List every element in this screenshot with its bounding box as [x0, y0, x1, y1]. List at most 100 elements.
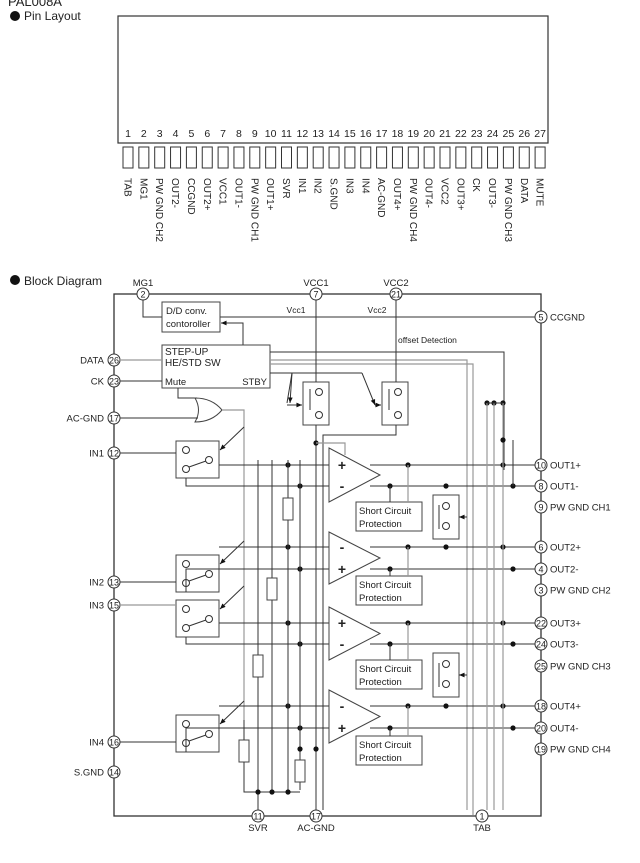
right-pin-label: PW GND CH4: [550, 745, 611, 756]
bottom-pin-number: 1: [479, 812, 484, 822]
pin-lead: [122, 146, 134, 169]
amp-input-sign: -: [340, 478, 345, 494]
wire: [185, 727, 329, 752]
right-pin-number: 22: [536, 619, 546, 629]
switch-contact: [182, 465, 190, 473]
resistor: [266, 577, 278, 601]
arrowhead-icon: [220, 558, 226, 564]
amplifier-2: [328, 531, 382, 585]
amplifier-3: [328, 606, 382, 661]
short-circuit-label: Protection: [359, 593, 402, 604]
pin-number: 25: [503, 128, 515, 140]
pin-number: 21: [439, 128, 451, 140]
pin-number: 7: [220, 128, 226, 140]
right-pin-number: 19: [536, 745, 546, 755]
pin-lead: [439, 146, 451, 169]
offset-detect-switch: [432, 652, 460, 698]
pin-number: 18: [392, 128, 404, 140]
pin-lead: [455, 146, 467, 169]
pin-lead: [423, 146, 435, 169]
pin-name: OUT1-: [232, 178, 243, 208]
switch-contact: [182, 560, 190, 568]
junction-dot: [285, 789, 291, 795]
resistor: [252, 654, 264, 678]
right-pin-label: PW GND CH3: [550, 662, 611, 673]
pin-name: IN1: [296, 178, 307, 194]
left-pin-number: 17: [109, 414, 119, 424]
right-pin-label: CCGND: [550, 313, 585, 324]
arrow-line: [361, 372, 376, 406]
pin-name: IN3: [343, 178, 354, 194]
switch-contact: [182, 624, 190, 632]
pin-name: MUTE: [534, 178, 545, 207]
top-pin-number: 2: [140, 290, 145, 300]
short-circuit-label: Short Circuit: [359, 506, 412, 517]
arrow-line: [219, 540, 245, 565]
junction-dot: [510, 641, 516, 647]
pin-name: MG1: [137, 178, 148, 200]
amplifier-4: [328, 689, 382, 744]
arrow-line: [219, 700, 245, 725]
pin-number: 5: [188, 128, 194, 140]
pin-name: OUT1+: [264, 178, 275, 211]
arrowhead-icon: [459, 672, 465, 678]
pin-name: IN2: [312, 178, 323, 194]
top-pin-number: 21: [391, 290, 401, 300]
junction-dot: [297, 746, 303, 752]
wire: [243, 762, 300, 793]
pin-number: 27: [534, 128, 546, 140]
switch-contact: [182, 605, 190, 613]
bottom-pin-label: AC-GND: [297, 823, 335, 834]
wire: [188, 619, 207, 627]
left-pin-label: AC-GND: [67, 414, 105, 425]
switch-contact: [315, 411, 323, 419]
short-circuit-label: Short Circuit: [359, 664, 412, 675]
short-circuit-label: Short Circuit: [359, 580, 412, 591]
pin-lead: [328, 146, 340, 169]
right-pin-label: OUT4+: [550, 702, 581, 713]
wire: [188, 460, 207, 468]
pin-name: OUT3+: [454, 178, 465, 211]
pin-name: DATA: [518, 178, 529, 204]
left-pin-number: 12: [109, 449, 119, 459]
right-pin-label: OUT4-: [550, 724, 579, 735]
offset-detect-switch: [432, 494, 460, 540]
pin-number: 16: [360, 128, 372, 140]
pin-number: 22: [455, 128, 467, 140]
switch-contact: [394, 411, 402, 419]
arrowhead-icon: [220, 603, 226, 609]
arrow-line: [219, 426, 245, 451]
pin-lead: [391, 146, 403, 169]
power-switch-block: [381, 381, 409, 426]
left-pin-label: S.GND: [74, 768, 104, 779]
pin-lead: [471, 146, 483, 169]
pin-number: 24: [487, 128, 499, 140]
right-pin-circle: [534, 742, 548, 756]
left-pin-number: 26: [109, 356, 119, 366]
pin-lead: [344, 146, 356, 169]
amp-input-sign: +: [338, 720, 346, 736]
pin-number: 8: [236, 128, 242, 140]
control-block: [161, 344, 271, 389]
wire: [185, 568, 329, 592]
pin-number: 17: [376, 128, 388, 140]
pin-number: 9: [252, 128, 258, 140]
short-circuit-label: Protection: [359, 753, 402, 764]
junction-dot: [255, 789, 261, 795]
pin-lead: [376, 146, 388, 169]
pin-name: TAB: [122, 178, 133, 197]
left-pin-label: IN4: [89, 738, 104, 749]
pin-lead: [407, 146, 419, 169]
dd-converter-label: D/D conv.: [166, 306, 207, 317]
left-pin-label: IN2: [89, 578, 104, 589]
pin-lead: [487, 146, 499, 169]
left-pin-label: CK: [91, 377, 105, 388]
wire: [316, 442, 346, 455]
switch-contact: [315, 388, 323, 396]
pin-name: VCC2: [439, 178, 450, 205]
amplifier-1: [328, 447, 382, 503]
pin-name: SVR: [280, 178, 291, 199]
short-circuit-protection-block: [355, 501, 423, 532]
pin-lead: [138, 146, 150, 169]
